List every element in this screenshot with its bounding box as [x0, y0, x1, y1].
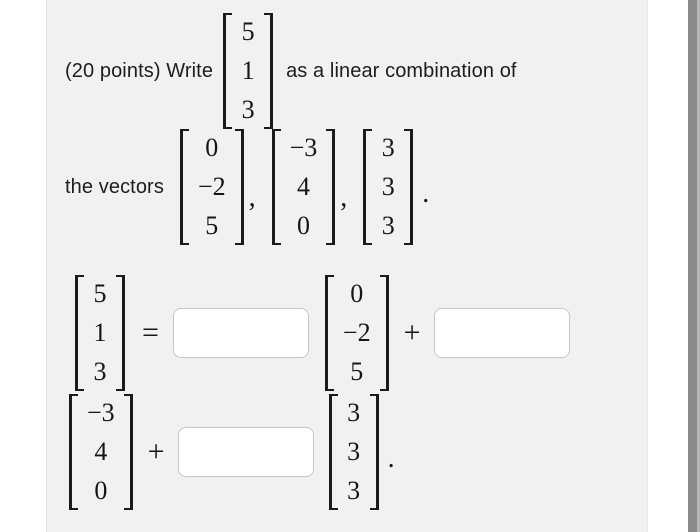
equals-sign: =: [142, 316, 159, 349]
equation-line-2: −3 4 0 + 3 3 3 .: [69, 394, 647, 510]
vector-entry: 1: [93, 318, 107, 347]
separator-comma: ,: [248, 182, 256, 213]
equation-period: .: [387, 443, 395, 474]
vector-entry: 0: [205, 133, 219, 162]
vector-entry: 5: [241, 17, 255, 46]
vector-entry: 3: [381, 172, 395, 201]
vector-entry: 4: [296, 172, 310, 201]
left-bracket: [324, 275, 334, 391]
right-bracket: [379, 275, 389, 391]
right-bracket: [326, 129, 336, 245]
answer-area: 5 1 3 = 0 −2 5 +: [65, 275, 647, 510]
statement-line-1: (20 points) Write 5 1 3 as a linear comb…: [65, 13, 647, 129]
vector-entry: 0: [350, 279, 364, 308]
basis-vector-1: 0 −2 5: [324, 275, 389, 391]
basis-vector-2: −3 4 0: [271, 129, 336, 245]
equation-line-1: 5 1 3 = 0 −2 5 +: [75, 275, 647, 391]
vector-entry: 1: [241, 56, 255, 85]
left-bracket: [363, 129, 373, 245]
coefficient-1-input[interactable]: [172, 308, 309, 358]
coefficient-2-input[interactable]: [433, 308, 570, 358]
coefficient-3-input[interactable]: [177, 427, 314, 477]
left-bracket: [271, 129, 281, 245]
basis-vector-3: 3 3 3: [328, 394, 379, 510]
vector-entry: 3: [381, 211, 395, 240]
vector-entry: −2: [342, 318, 371, 347]
basis-vector-1: 0 −2 5: [179, 129, 244, 245]
basis-vector-2: −3 4 0: [69, 394, 133, 510]
vector-entry: −3: [289, 133, 318, 162]
statement-suffix: as a linear combination of: [286, 59, 517, 82]
target-vector: 5 1 3: [75, 275, 125, 391]
vector-entry: 3: [347, 398, 361, 427]
vector-entry: 3: [93, 357, 107, 386]
basis-vector-3: 3 3 3: [363, 129, 414, 245]
sentence-period: .: [422, 178, 430, 209]
separator-comma: ,: [340, 182, 348, 213]
plus-sign: +: [403, 316, 421, 349]
vector-entry: 3: [241, 95, 255, 124]
right-bracket: [404, 129, 414, 245]
right-bracket: [264, 13, 274, 129]
statement-line-2: the vectors 0 −2 5 , −3 4 0: [65, 129, 647, 245]
vector-entry: 3: [381, 133, 395, 162]
scrollbar-track[interactable]: [688, 0, 700, 532]
vector-entry: 0: [94, 476, 108, 505]
vector-entry: 4: [94, 437, 108, 466]
left-bracket: [75, 275, 84, 391]
right-bracket: [234, 129, 244, 245]
plus-sign: +: [147, 435, 165, 468]
vector-entry: 3: [347, 476, 361, 505]
vectors-intro: the vectors: [65, 175, 164, 198]
scrollbar-thumb[interactable]: [688, 0, 697, 532]
right-bracket: [123, 394, 133, 510]
vector-entry: −2: [197, 172, 226, 201]
vector-entry: 0: [296, 211, 310, 240]
left-bracket: [69, 394, 78, 510]
right-bracket: [116, 275, 125, 391]
vector-entry: 5: [93, 279, 107, 308]
statement-intro: (20 points) Write: [65, 59, 214, 82]
right-margin: [648, 0, 688, 532]
left-bracket: [179, 129, 189, 245]
right-bracket: [369, 394, 379, 510]
vector-entry: 3: [347, 437, 361, 466]
left-bracket: [223, 13, 233, 129]
left-bracket: [328, 394, 338, 510]
vector-entry: −3: [87, 398, 115, 427]
left-margin: [0, 0, 47, 532]
problem-panel: (20 points) Write 5 1 3 as a linear comb…: [47, 0, 648, 532]
vector-entry: 5: [350, 357, 364, 386]
target-vector: 5 1 3: [223, 13, 274, 129]
vector-entry: 5: [205, 211, 219, 240]
